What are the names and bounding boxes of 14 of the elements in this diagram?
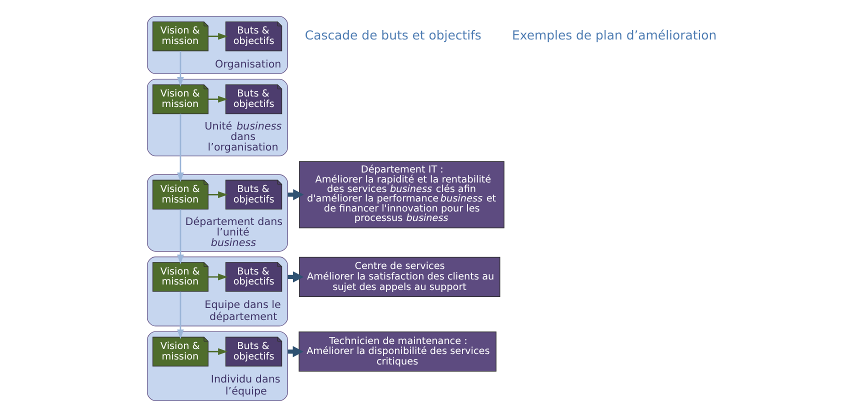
label: Cascade de buts et objectifs (304, 27, 482, 42)
label: Exemples de plan d’amélioration (512, 27, 717, 42)
node-box: Technicien de maintenance : Améliorer la disponibilité des services critiques (298, 332, 496, 372)
arrow (208, 348, 228, 355)
arrow (208, 32, 228, 40)
arrow (177, 114, 184, 182)
arrow (208, 191, 228, 198)
node-box: Département IT : Améliorer la rapidité et la rentabilité des services business clés afin d'améliorer la performance business et de financer l'innovation pour les processus business (299, 161, 504, 228)
arrow (208, 274, 228, 280)
arrow (177, 292, 184, 340)
arrow (177, 209, 184, 264)
node-box: Centre de services Améliorer la satisfaction des clients au sujet des appels au support (299, 256, 500, 297)
arrow (208, 96, 228, 103)
arrow (177, 51, 184, 87)
